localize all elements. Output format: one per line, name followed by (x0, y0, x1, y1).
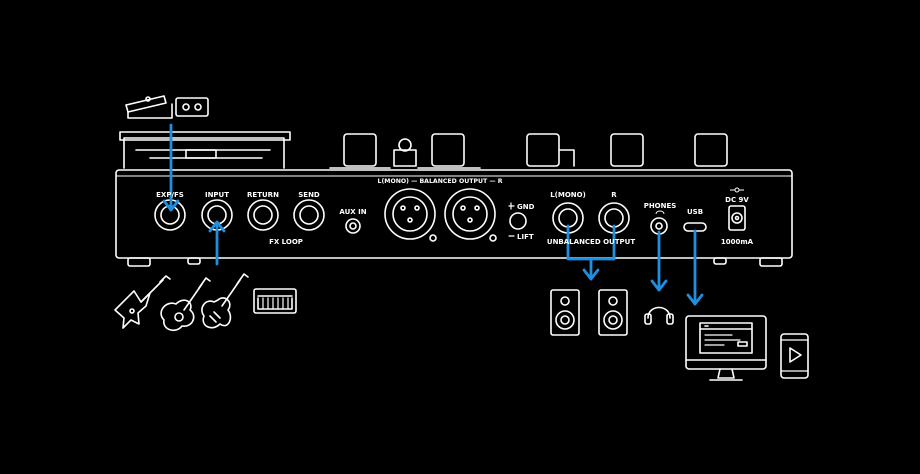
phones-symbol-icon (655, 210, 665, 215)
acoustic-guitar-icon (160, 277, 211, 332)
arrowhead (650, 279, 668, 292)
speaker-icon (550, 289, 580, 336)
return-label: RETURN (247, 191, 279, 199)
dc-jack (728, 205, 746, 231)
foot (713, 257, 727, 265)
aux-in-label: AUX IN (339, 208, 366, 216)
ground-lift-switch (508, 202, 527, 237)
foot (127, 257, 151, 267)
knob (393, 138, 417, 167)
send-jack (293, 199, 325, 231)
unbalanced-left-label: L(MONO) (550, 191, 586, 199)
phones-label: PHONES (644, 202, 677, 210)
lift-label: LIFT (517, 233, 534, 241)
xlr-right-jack (444, 188, 497, 242)
knob (694, 133, 728, 167)
knob (610, 133, 644, 167)
tablet-icon (780, 333, 809, 379)
headphones-icon (644, 306, 674, 325)
footswitch-icon (175, 97, 209, 117)
knob (526, 133, 575, 167)
foot (759, 257, 783, 267)
return-jack (247, 199, 279, 231)
arrowhead (208, 220, 226, 233)
unbalanced-right-label: R (611, 191, 617, 199)
unbalanced-output-label: UNBALANCED OUTPUT (547, 238, 635, 246)
rear-panel (115, 169, 793, 259)
computer-monitor-icon (685, 315, 767, 381)
usb-label: USB (687, 208, 703, 216)
connection-arrows (162, 123, 704, 306)
aux-in-jack (345, 218, 361, 234)
input-label: INPUT (205, 191, 229, 199)
expression-pedal-icon (125, 95, 173, 119)
arrowhead (162, 199, 180, 212)
current-label: 1000mA (721, 238, 754, 246)
arrowhead (686, 293, 704, 306)
dc-label: DC 9V (725, 196, 749, 204)
send-label: SEND (298, 191, 320, 199)
electric-guitar-icon (114, 275, 171, 329)
foot (187, 257, 201, 265)
dc-polarity-icon (730, 187, 744, 193)
electric-guitar-icon (201, 273, 249, 329)
xlr-left-jack (384, 188, 437, 242)
arrow-unbalanced-output (566, 224, 616, 281)
knob (329, 133, 391, 169)
gnd-label: GND (517, 203, 535, 211)
keyboard-icon (253, 288, 297, 314)
balanced-output-label: L(MONO) — BALANCED OUTPUT — R (378, 178, 503, 185)
exp-fs-label: EXP/FS (156, 191, 184, 199)
arrowhead (582, 268, 600, 281)
pedal-housing (119, 131, 291, 169)
knob (417, 133, 481, 169)
speaker-icon (598, 289, 628, 336)
fx-loop-label: FX LOOP (269, 238, 303, 246)
